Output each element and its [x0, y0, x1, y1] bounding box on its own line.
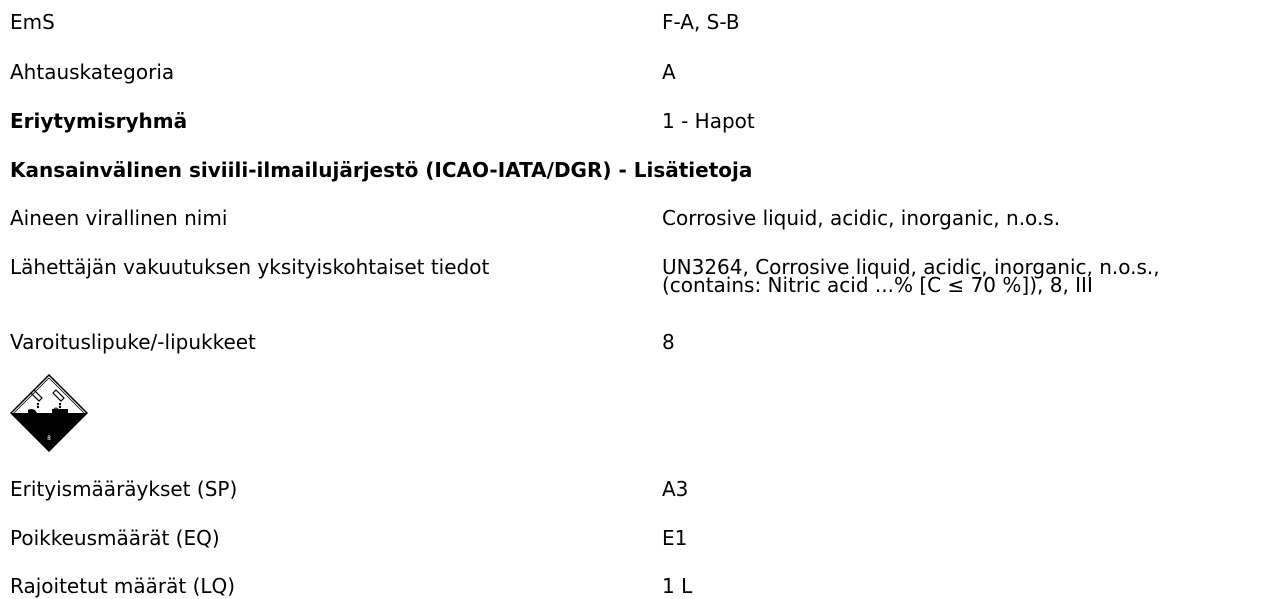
- value-proper-shipping-name: Corrosive liquid, acidic, inorganic, n.o…: [662, 206, 1061, 230]
- value-limited-quantities: 1 L: [662, 574, 693, 598]
- value-shipper-declaration-line2: (contains: Nitric acid ...% [C ≤ 70 %]),…: [662, 273, 1093, 297]
- label-hazard-labels: Varoituslipuke/-lipukkeet: [10, 330, 256, 354]
- value-excepted-quantities: E1: [662, 526, 688, 550]
- placard-class-number: 8: [47, 435, 51, 442]
- value-shipper-declaration-line1: UN3264, Corrosive liquid, acidic, inorga…: [662, 255, 1160, 279]
- label-shipper-declaration: Lähettäjän vakuutuksen yksityiskohtaiset…: [10, 255, 490, 279]
- value-special-provisions: A3: [662, 477, 689, 501]
- label-limited-quantities: Rajoitetut määrät (LQ): [10, 574, 236, 598]
- label-stowage-category: Ahtauskategoria: [10, 60, 175, 84]
- value-shipper-declaration: UN3264, Corrosive liquid, acidic, inorga…: [662, 255, 1160, 297]
- corrosive-class-8-placard-icon: 8: [9, 373, 89, 453]
- label-segregation-group: Eriytymisryhmä: [10, 109, 188, 133]
- value-stowage-category: A: [662, 60, 676, 84]
- label-proper-shipping-name: Aineen virallinen nimi: [10, 206, 228, 230]
- value-ems: F-A, S-B: [662, 10, 740, 34]
- label-special-provisions: Erityismääräykset (SP): [10, 477, 238, 501]
- value-segregation-group: 1 - Hapot: [662, 109, 755, 133]
- value-hazard-labels: 8: [662, 330, 675, 354]
- section-heading-icao: Kansainvälinen siviili-ilmailujärjestö (…: [10, 158, 753, 182]
- label-ems: EmS: [10, 10, 55, 34]
- label-excepted-quantities: Poikkeusmäärät (EQ): [10, 526, 220, 550]
